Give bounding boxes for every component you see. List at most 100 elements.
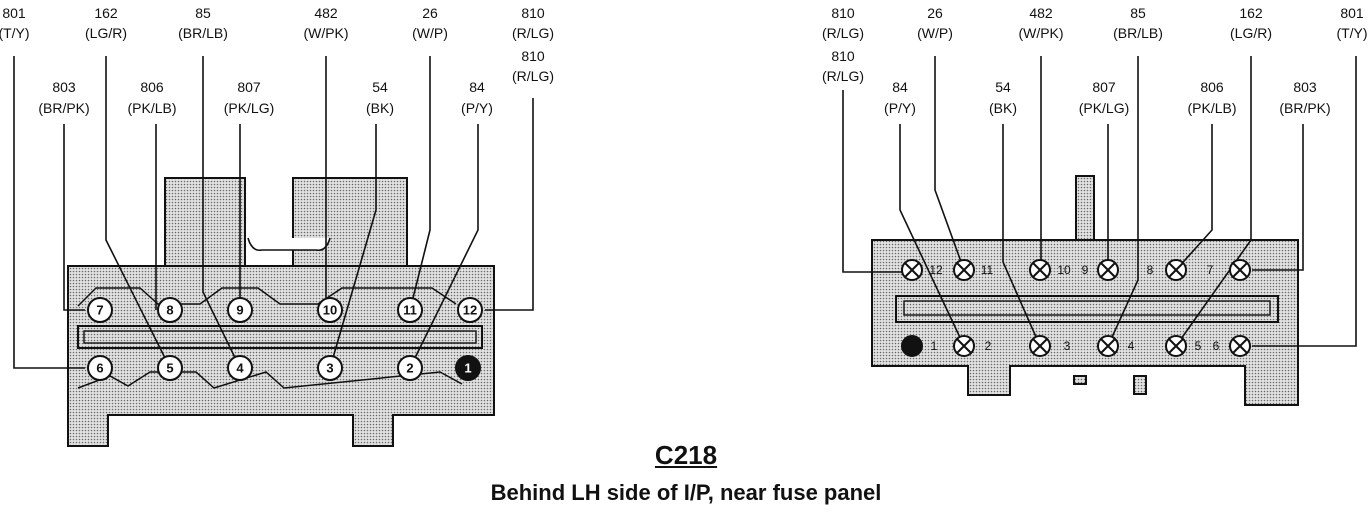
wire-26-left: [409, 56, 431, 311]
wire-810-right: [842, 90, 902, 273]
label-color: (R/LG): [822, 68, 864, 84]
label-color: (BR/LB): [178, 25, 228, 41]
wire-26-right: [934, 56, 965, 271]
label-circuit: 85: [1130, 5, 1146, 21]
cavity-label: 10: [1057, 263, 1071, 277]
left-connector-view: 7 8 9 10 11 12 6 5 4 3 2 1 801 (T/Y) 162…: [0, 5, 554, 447]
label-circuit: 801: [1340, 5, 1364, 21]
label-circuit: 162: [1239, 5, 1263, 21]
label-color: (BR/PK): [1279, 100, 1330, 116]
svg-text:9: 9: [236, 303, 243, 318]
left-wires: [13, 56, 534, 369]
label-circuit: 810: [831, 5, 855, 21]
wire-85-right: [1107, 56, 1139, 347]
cavity-label: 1: [931, 339, 938, 353]
label-color: (T/Y): [0, 25, 30, 41]
right-pin-10: [1029, 259, 1051, 281]
svg-text:8: 8: [166, 303, 173, 318]
right-pin-9: [1097, 259, 1119, 281]
wire-810-left: [485, 98, 534, 311]
label-circuit: 26: [422, 5, 438, 21]
label-color: (P/Y): [461, 100, 493, 116]
svg-text:7: 7: [96, 303, 103, 318]
cavity-label: 11: [981, 263, 994, 277]
label-circuit: 26: [927, 5, 943, 21]
svg-text:5: 5: [166, 361, 173, 376]
label-color: (W/PK): [303, 25, 348, 41]
wire-84-left: [409, 124, 479, 369]
wire-806-right: [1175, 124, 1213, 271]
left-pin-4: 4: [227, 355, 253, 381]
left-pin-9: 9: [227, 297, 253, 323]
label-color: (R/LG): [822, 25, 864, 41]
label-color: (T/Y): [1336, 25, 1367, 41]
connector-id: C218: [654, 440, 718, 470]
label-circuit: 84: [469, 79, 485, 95]
label-color: (W/P): [917, 25, 953, 41]
right-pin-3: [1029, 335, 1051, 357]
cavity-label: 5: [1195, 339, 1202, 353]
right-pins: [901, 259, 1251, 357]
left-wire-labels: 801 (T/Y) 162 (LG/R) 85 (BR/LB) 482 (W/P…: [0, 5, 554, 116]
svg-text:1: 1: [464, 361, 471, 376]
svg-text:10: 10: [323, 303, 337, 318]
label-circuit: 801: [2, 5, 26, 21]
label-circuit: 54: [372, 79, 388, 95]
left-pin-12: 12: [457, 297, 483, 323]
label-circuit: 807: [237, 79, 261, 95]
label-circuit: 807: [1092, 79, 1116, 95]
label-circuit: 84: [892, 79, 908, 95]
label-circuit: 162: [94, 5, 118, 21]
right-pin-4: [1097, 335, 1119, 357]
right-pin-8: [1165, 259, 1187, 281]
left-pin-10: 10: [317, 297, 343, 323]
cavity-label: 6: [1213, 339, 1220, 353]
right-pin-6: [1229, 335, 1251, 357]
label-circuit: 810: [521, 48, 545, 64]
wire-803-left: [63, 124, 85, 311]
cavity-label: 2: [985, 339, 992, 353]
right-connector-body: [871, 175, 1299, 406]
wire-162-right: [1175, 56, 1252, 347]
cavity-label: 12: [929, 263, 943, 277]
wire-162-left: [105, 56, 171, 369]
left-pin-1: 1: [455, 355, 481, 381]
right-pin-2: [953, 335, 975, 357]
label-circuit: 806: [140, 79, 164, 95]
svg-text:4: 4: [236, 361, 244, 376]
label-color: (R/LG): [512, 25, 554, 41]
cavity-label: 4: [1128, 339, 1135, 353]
label-color: (W/P): [412, 25, 448, 41]
label-color: (PK/LG): [224, 100, 275, 116]
label-circuit: 54: [995, 79, 1011, 95]
connector-location: Behind LH side of I/P, near fuse panel: [490, 480, 882, 505]
right-pin-1: [901, 335, 923, 357]
cavity-label: 9: [1082, 263, 1089, 277]
label-circuit: 806: [1200, 79, 1224, 95]
label-color: (PK/LB): [1187, 100, 1236, 116]
right-pin-11: [953, 259, 975, 281]
label-color: (P/Y): [884, 100, 916, 116]
wire-801-right: [1252, 56, 1357, 347]
right-wires: [842, 56, 1357, 347]
cavity-label: 3: [1064, 339, 1071, 353]
label-color: (BR/LB): [1113, 25, 1163, 41]
left-pin-2: 2: [397, 355, 423, 381]
left-pin-6: 6: [87, 355, 113, 381]
wire-84-right: [899, 124, 965, 347]
wire-54-left: [329, 124, 377, 369]
svg-text:6: 6: [96, 361, 103, 376]
label-circuit: 810: [831, 48, 855, 64]
left-pins: 7 8 9 10 11 12 6 5 4 3 2 1: [87, 297, 483, 381]
svg-text:11: 11: [403, 303, 417, 318]
wire-803-right: [1252, 124, 1304, 271]
label-color: (BK): [366, 100, 394, 116]
svg-text:2: 2: [406, 361, 413, 376]
label-circuit: 482: [314, 5, 338, 21]
label-color: (BK): [989, 100, 1017, 116]
wire-85-left: [202, 56, 241, 369]
left-pin-11: 11: [397, 297, 423, 323]
label-color: (W/PK): [1018, 25, 1063, 41]
label-circuit: 803: [1293, 79, 1317, 95]
